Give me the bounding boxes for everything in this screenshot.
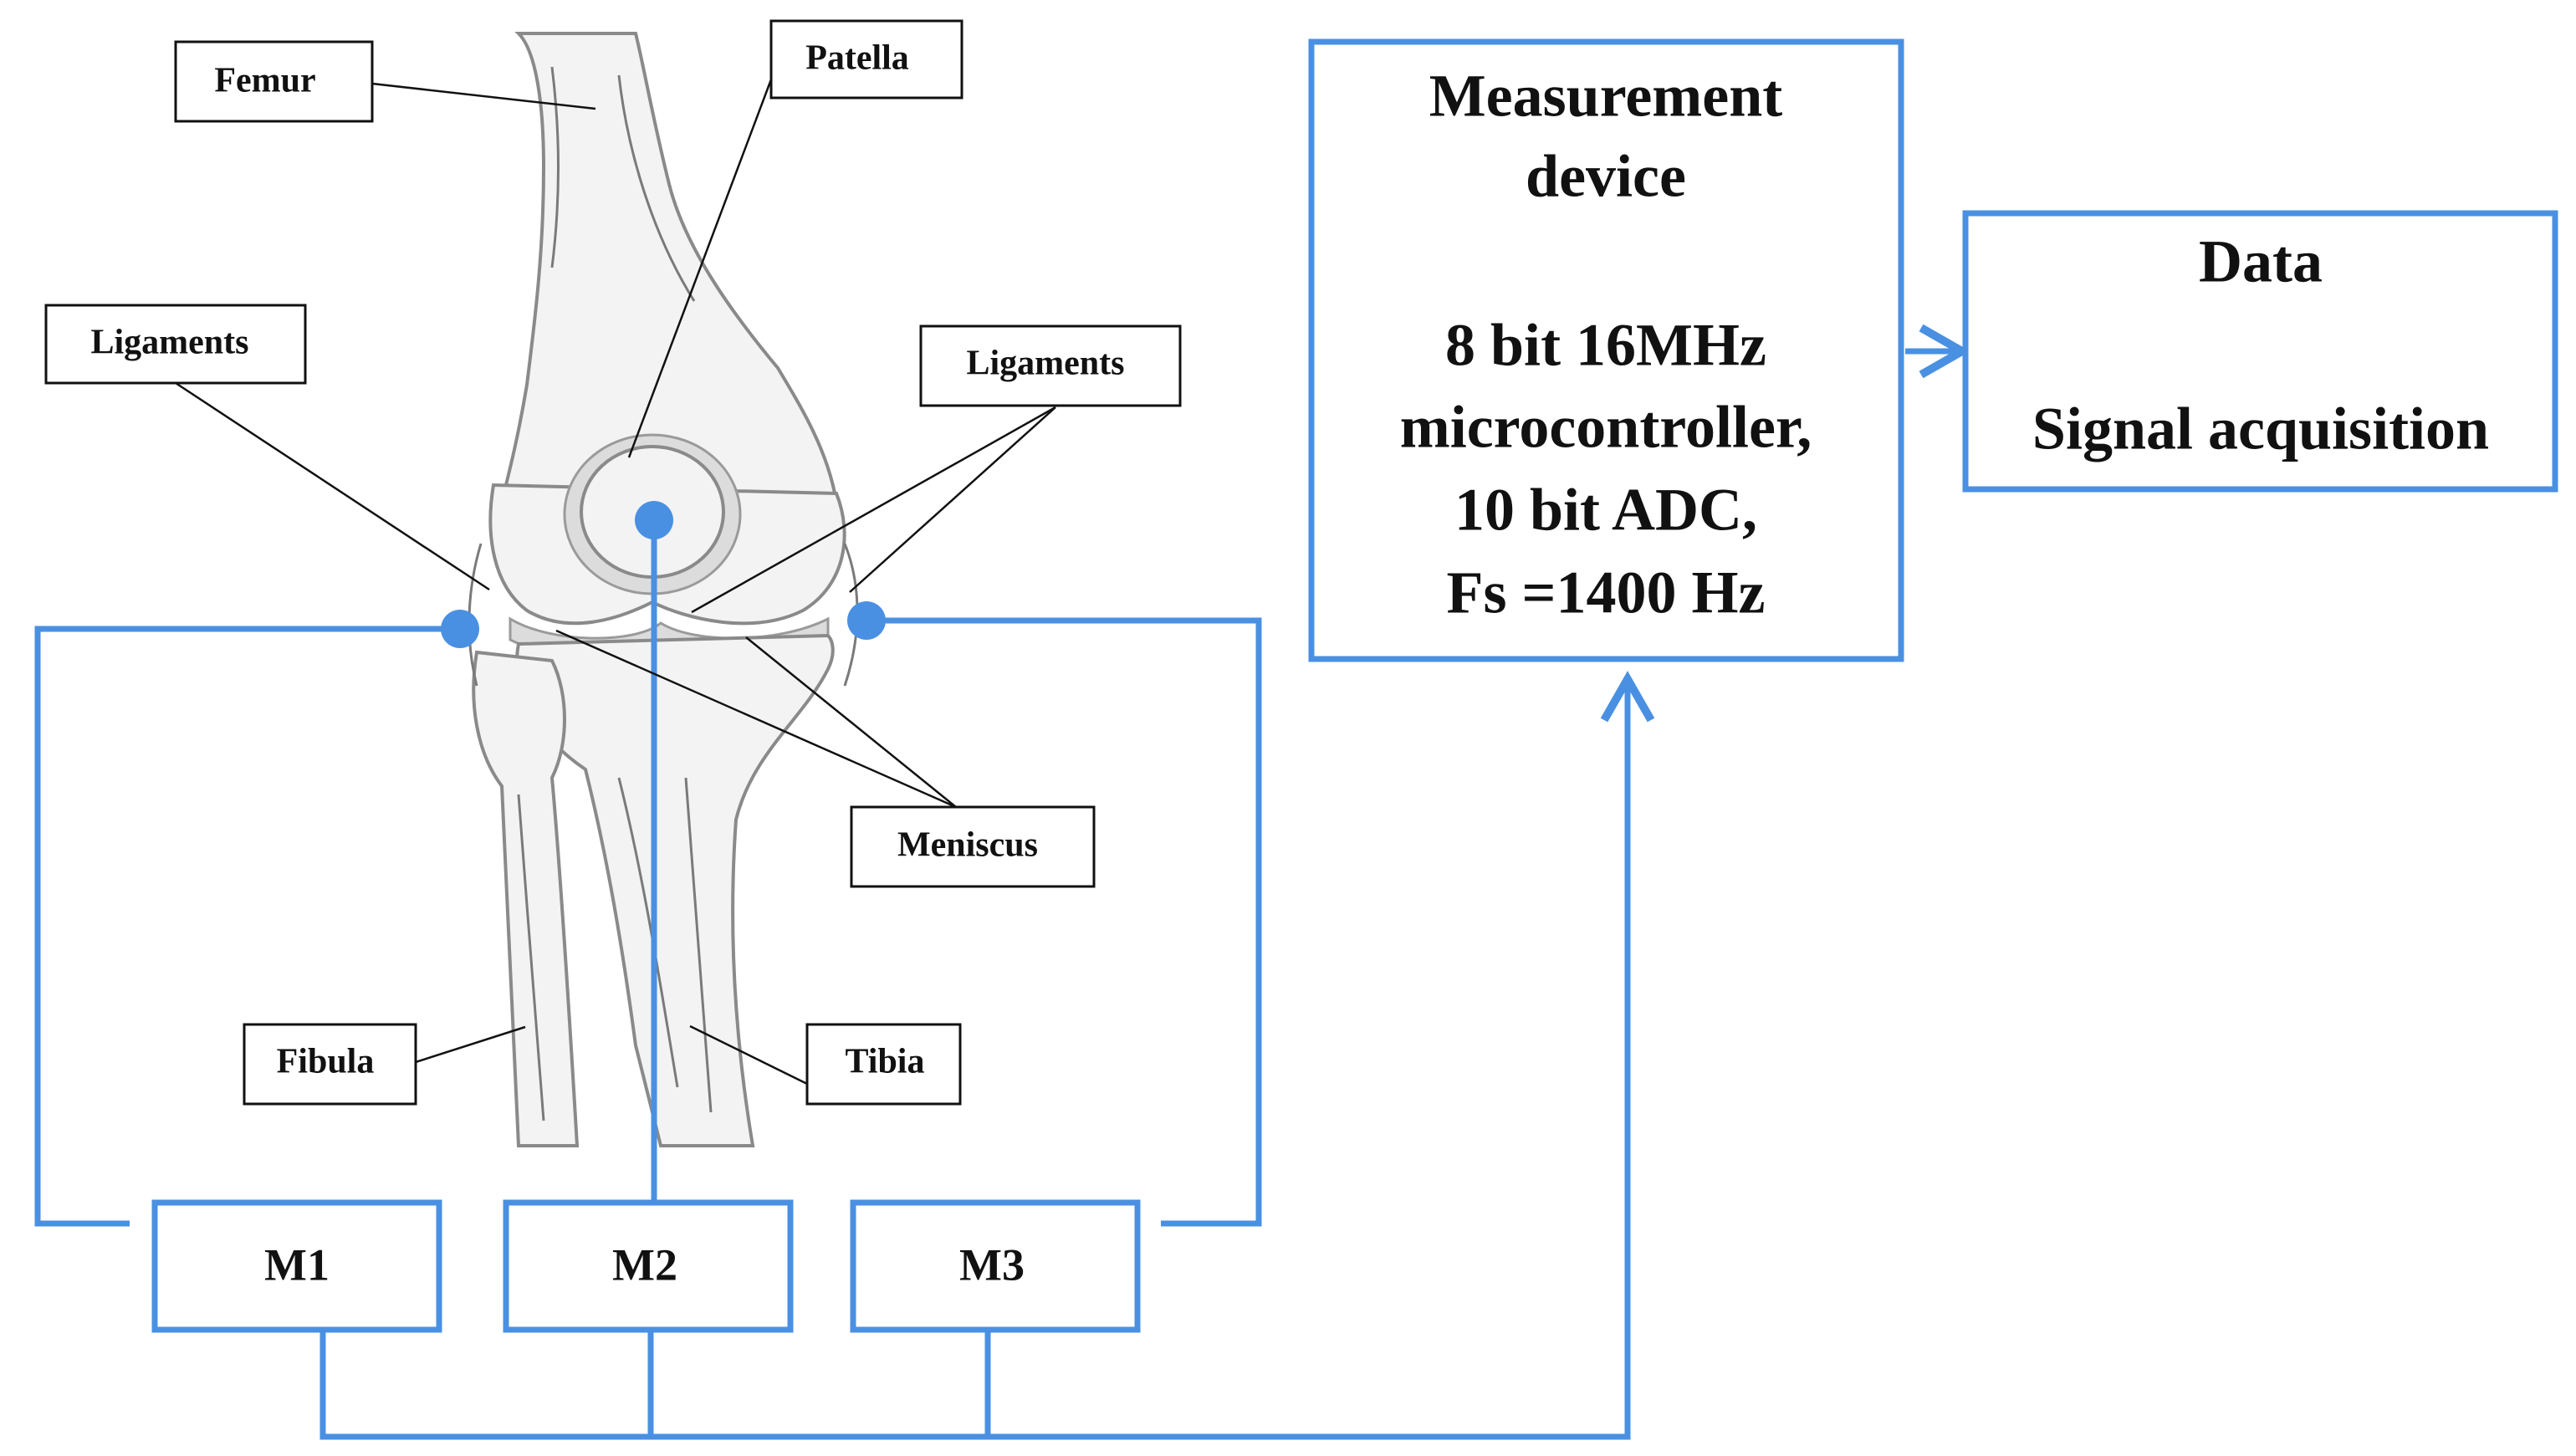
label-fibula-text: Fibula — [277, 1043, 375, 1081]
label-fibula: Fibula — [243, 1023, 417, 1106]
wire-m3 — [866, 617, 1262, 1227]
label-femur-text: Femur — [214, 62, 315, 100]
label-tibia-text: Tibia — [846, 1043, 925, 1081]
label-ligaments-left: Ligaments — [44, 304, 307, 385]
measurement-device-line5: 10 bit ADC, — [1454, 477, 1757, 544]
leader-lines — [175, 79, 1056, 1086]
sensor-dot-left — [441, 610, 479, 648]
label-ligaments-right-text: Ligaments — [967, 345, 1125, 383]
sensor-dot-patella — [635, 501, 673, 539]
measurement-device-line2: device — [1526, 143, 1686, 210]
label-tibia: Tibia — [805, 1023, 962, 1106]
mic-m2-label: M2 — [612, 1239, 677, 1290]
label-ligaments-right: Ligaments — [919, 324, 1182, 407]
wire-m1 — [34, 626, 460, 1227]
mic-box-m2: M2 — [503, 1199, 794, 1333]
mic-m3-label: M3 — [959, 1239, 1025, 1290]
measurement-device-line4: microcontroller, — [1400, 394, 1812, 461]
knee-illustration — [468, 32, 859, 1147]
label-ligaments-left-text: Ligaments — [91, 324, 249, 362]
mic-box-m3: M3 — [850, 1199, 1141, 1333]
label-meniscus-text: Meniscus — [897, 826, 1038, 865]
mic-m1-label: M1 — [264, 1239, 330, 1290]
mic-box-m1: M1 — [151, 1199, 442, 1333]
measurement-device-line3: 8 bit 16MHz — [1445, 312, 1766, 379]
measurement-device-line1: Measurement — [1429, 63, 1783, 130]
sensor-wiring — [34, 324, 1970, 1440]
measurement-device-line6: Fs =1400 Hz — [1447, 559, 1766, 626]
data-box-line1: Data — [2199, 228, 2323, 295]
label-femur: Femur — [174, 40, 374, 123]
label-meniscus: Meniscus — [850, 805, 1096, 888]
data-box: Data Signal acquisition — [1962, 210, 2558, 493]
data-box-line2: Signal acquisition — [2032, 396, 2489, 462]
label-patella-text: Patella — [805, 39, 909, 78]
measurement-device-box: Measurement device 8 bit 16MHz microcont… — [1308, 38, 1904, 662]
label-patella: Patella — [769, 19, 963, 100]
bus-to-device — [319, 671, 1655, 1440]
sensor-dot-right — [847, 601, 886, 640]
